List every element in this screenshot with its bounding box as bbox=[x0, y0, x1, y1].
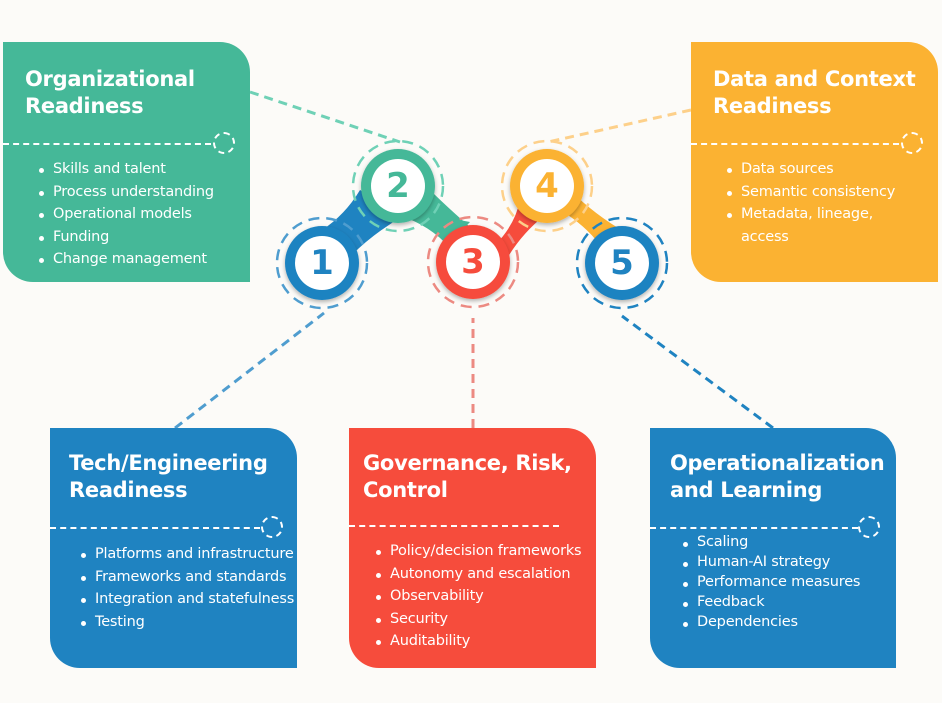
card-list: Platforms and infrastructure Frameworks … bbox=[81, 543, 294, 633]
list-item: Funding bbox=[39, 226, 214, 249]
node-3-number: 3 bbox=[461, 242, 485, 282]
card-title-line: Readiness bbox=[69, 478, 188, 502]
card-organizational-readiness: Organizational Readiness Skills and tale… bbox=[3, 42, 250, 282]
list-item: Policy/decision frameworks bbox=[376, 540, 582, 563]
node-1-number: 1 bbox=[310, 243, 334, 283]
list-item: Skills and talent bbox=[39, 158, 214, 181]
node-4[interactable] bbox=[500, 139, 594, 233]
card-title-line: Tech/Engineering bbox=[69, 451, 268, 475]
list-item: Data sources bbox=[727, 158, 895, 181]
card-title-line: Control bbox=[363, 478, 448, 502]
list-item: Security bbox=[376, 608, 581, 631]
card-title-line: Readiness bbox=[713, 94, 832, 118]
dashed-divider bbox=[691, 143, 899, 145]
node-3[interactable] bbox=[426, 215, 520, 309]
card-title-line: Readiness bbox=[25, 94, 144, 118]
list-item: Scaling bbox=[683, 532, 860, 552]
list-item: Human-AI strategy bbox=[683, 552, 860, 572]
card-title-line: Organizational bbox=[25, 67, 195, 91]
card-title: Data and Context Readiness bbox=[713, 66, 916, 120]
list-item: Autonomy and escalation bbox=[376, 563, 581, 586]
card-title: Organizational Readiness bbox=[25, 66, 195, 120]
list-item: access bbox=[741, 228, 789, 245]
card-title-line: and Learning bbox=[670, 478, 823, 502]
card-data-context-readiness: Data and Context Readiness Data sources … bbox=[691, 42, 938, 282]
list-item: Operational models bbox=[39, 203, 214, 226]
card-governance-risk-control: Governance, Risk, Control Policy/decisio… bbox=[349, 428, 596, 668]
list-item: Performance measures bbox=[683, 572, 860, 592]
card-list: Scaling Human-AI strategy Performance me… bbox=[683, 532, 860, 632]
card-title: Governance, Risk, Control bbox=[363, 450, 572, 504]
list-item: Integration and statefulness bbox=[81, 588, 294, 611]
dashed-divider bbox=[650, 527, 858, 529]
node-2-number: 2 bbox=[386, 166, 410, 206]
card-list: Data sources Semantic consistency Metada… bbox=[727, 158, 895, 248]
card-title-line: Operationalization bbox=[670, 451, 885, 475]
list-item: Semantic consistency bbox=[727, 181, 895, 204]
dashed-divider bbox=[349, 525, 559, 527]
list-item: Testing bbox=[81, 611, 294, 634]
dashed-ring-icon bbox=[261, 516, 283, 538]
list-item: Process understanding bbox=[39, 181, 214, 204]
dashed-divider bbox=[3, 143, 211, 145]
card-list: Policy/decision frameworks Autonomy and … bbox=[376, 540, 582, 653]
card-tech-engineering-readiness: Tech/Engineering Readiness Platforms and… bbox=[50, 428, 297, 668]
connector-org bbox=[249, 90, 401, 144]
card-title-line: Data and Context bbox=[713, 67, 916, 91]
connector-ops bbox=[621, 314, 774, 430]
dashed-ring-icon bbox=[213, 132, 235, 154]
list-item: Platforms and infrastructure bbox=[81, 543, 294, 566]
node-2[interactable] bbox=[351, 139, 445, 233]
list-item: Change management bbox=[39, 248, 214, 271]
dashed-divider bbox=[50, 527, 260, 529]
list-item: Auditability bbox=[376, 630, 581, 653]
connector-tech bbox=[174, 311, 325, 430]
dashed-ring-icon bbox=[858, 516, 880, 538]
card-list: Skills and talent Process understanding … bbox=[39, 158, 214, 271]
node-1[interactable] bbox=[275, 216, 369, 310]
list-item: Dependencies bbox=[683, 612, 860, 632]
node-5[interactable] bbox=[575, 216, 669, 310]
list-item: Frameworks and standards bbox=[81, 566, 294, 589]
list-item: Metadata, lineage, bbox=[727, 203, 895, 226]
dashed-ring-icon bbox=[901, 132, 923, 154]
list-item: Observability bbox=[376, 585, 581, 608]
node-4-number: 4 bbox=[535, 166, 559, 206]
list-item: Feedback bbox=[683, 592, 860, 612]
node-5-number: 5 bbox=[610, 243, 634, 283]
connector-data bbox=[547, 108, 692, 144]
card-title: Operationalization and Learning bbox=[670, 450, 885, 504]
card-title-line: Governance, Risk, bbox=[363, 451, 572, 475]
card-title: Tech/Engineering Readiness bbox=[69, 450, 268, 504]
card-operationalization-learning: Operationalization and Learning Scaling … bbox=[650, 428, 896, 668]
